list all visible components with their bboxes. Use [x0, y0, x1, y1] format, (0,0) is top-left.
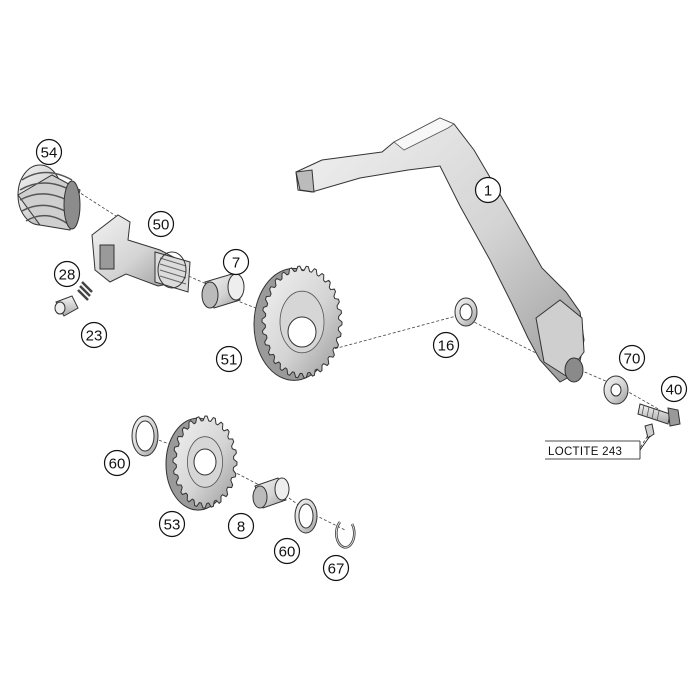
callout-23-label: 23: [86, 328, 103, 345]
callout-60-lower-label: 60: [279, 544, 296, 561]
spring-part-54: [17, 164, 81, 231]
callout-60-upper-label: 60: [109, 456, 126, 473]
callout-51-label: 51: [221, 352, 238, 369]
kick-lever-part-1: [295, 117, 585, 383]
kickstarter-shaft-part-50: [91, 214, 191, 293]
callout-16-label: 16: [438, 338, 455, 355]
callout-7-label: 7: [232, 255, 240, 272]
callout-60-lower: 60: [273, 537, 301, 565]
callout-70: 70: [618, 344, 646, 372]
callout-23: 23: [80, 321, 108, 349]
circlip-part-67: [335, 521, 356, 549]
callout-67: 67: [322, 554, 350, 582]
callout-53: 53: [158, 510, 186, 538]
callout-7: 7: [222, 248, 250, 276]
washer-part-16: [454, 297, 478, 327]
gear-part-51: [253, 265, 343, 381]
callout-53-label: 53: [164, 517, 181, 534]
loctite-note: LOCTITE 243: [545, 435, 651, 460]
callout-16: 16: [432, 331, 460, 359]
loctite-label: LOCTITE 243: [548, 446, 622, 458]
callout-50-label: 50: [153, 217, 170, 234]
callout-28-label: 28: [59, 267, 76, 284]
washer-part-60-upper: [131, 415, 159, 457]
callout-50: 50: [147, 210, 175, 238]
callout-67-label: 67: [328, 561, 345, 578]
callout-8-label: 8: [237, 519, 245, 536]
callout-40-label: 40: [666, 382, 683, 399]
bearing-part-7: [201, 273, 245, 309]
callout-51: 51: [215, 345, 243, 373]
small-spring-part-28: [77, 281, 93, 301]
pin-part-23: [54, 295, 79, 317]
washer-part-60-lower: [294, 498, 318, 534]
callout-54-label: 54: [41, 145, 58, 162]
callout-60-upper: 60: [103, 449, 131, 477]
gear-part-53: [165, 415, 238, 511]
callout-1-label: 1: [484, 183, 492, 200]
callout-70-label: 70: [624, 351, 641, 368]
callout-28: 28: [53, 260, 81, 288]
washer-part-70: [603, 375, 629, 405]
callout-8: 8: [227, 512, 255, 540]
callout-40: 40: [660, 375, 688, 403]
callout-1: 1: [474, 176, 502, 204]
bearing-part-8: [252, 477, 290, 509]
callout-54: 54: [35, 138, 63, 166]
bolt-part-40: [637, 403, 681, 439]
